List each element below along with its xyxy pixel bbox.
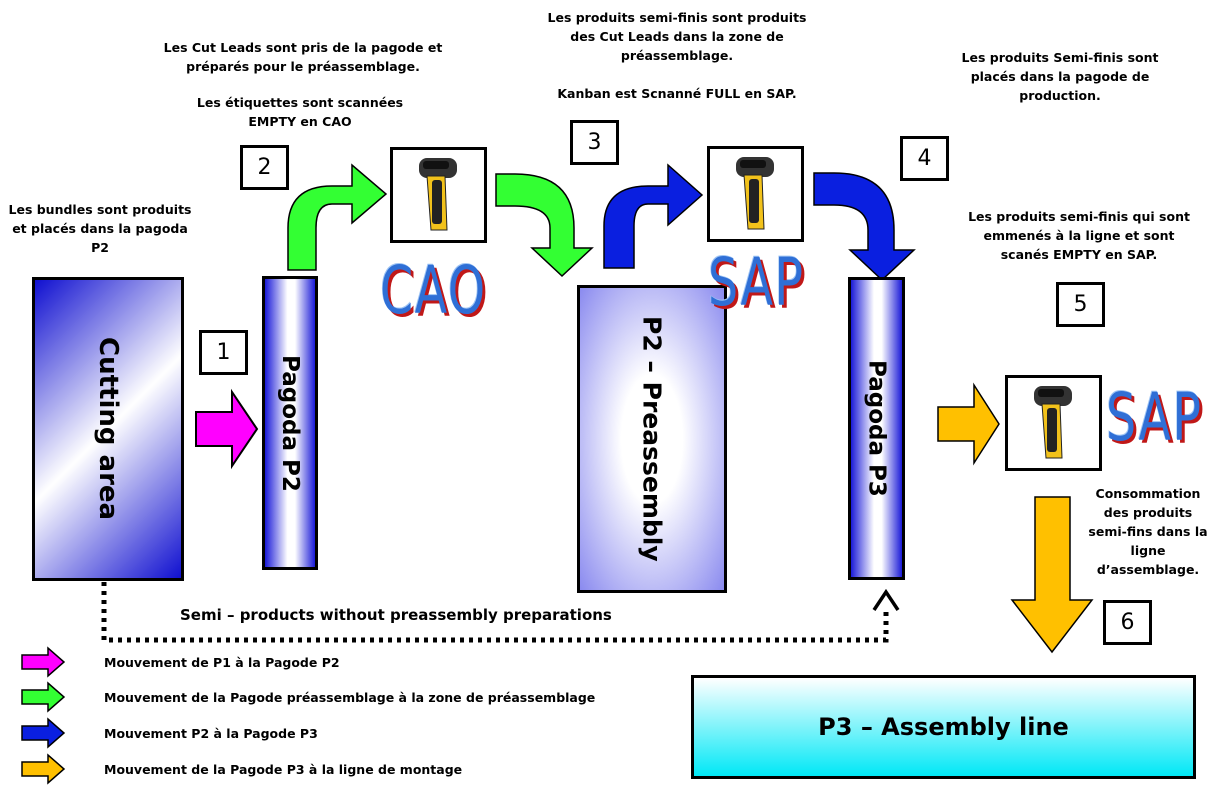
p2-preassembly-box: P2 – Preassembly <box>577 285 727 593</box>
step-number-2: 2 <box>240 145 289 190</box>
scanner-sap-2-box <box>1005 375 1102 471</box>
caption-bundles: Les bundles sont produits et placés dans… <box>8 202 192 255</box>
caption-kanban: Kanban est Scnanné FULL en SAP. <box>557 86 797 101</box>
p2-preassembly-label: P2 – Preassembly <box>637 316 667 562</box>
barcode-scanner-icon <box>419 158 457 231</box>
pagoda-p3-box: Pagoda P3 <box>848 277 905 580</box>
dotted-path-label: Semi – products without preassembly prep… <box>180 606 612 624</box>
caption-semi-finis-emmenes: Les produits semi-finis qui sont emmenés… <box>968 209 1190 262</box>
arrow-pagoda-p3-to-scanner <box>937 382 1000 466</box>
step-number-6: 6 <box>1103 600 1152 645</box>
assembly-line-box: P3 – Assembly line <box>691 675 1196 779</box>
assembly-line-label: P3 – Assembly line <box>818 713 1069 741</box>
barcode-scanner-icon <box>1034 386 1072 459</box>
cutting-area-box: Cutting area <box>32 277 184 581</box>
legend-item-blue: Mouvement P2 à la Pagode P3 <box>82 721 318 745</box>
dotted-bypass-arrowhead <box>872 588 900 611</box>
system-cao-label: CAO <box>380 252 487 329</box>
legend-label: Mouvement P2 à la Pagode P3 <box>104 725 318 741</box>
arrow-sap-to-pagoda-p3 <box>813 172 916 282</box>
caption-semi-finis-places: Les produits Semi-finis sont placés dans… <box>961 50 1159 103</box>
legend-item-yellow: Mouvement de la Pagode P3 à la ligne de … <box>82 757 462 781</box>
legend-item-magenta: Mouvement de P1 à la Pagode P2 <box>82 650 340 674</box>
system-sap-label-2: SAP <box>1106 379 1203 456</box>
arrow-cao-to-preassembly <box>495 173 594 278</box>
system-sap-label-1: SAP <box>708 244 805 321</box>
cutting-area-label: Cutting area <box>93 337 123 521</box>
pagoda-p2-box: Pagoda P2 <box>262 276 318 570</box>
legend-item-green: Mouvement de la Pagode préassemblage à l… <box>82 685 595 709</box>
pagoda-p3-label: Pagoda P3 <box>863 360 890 497</box>
step-number-1: 1 <box>199 330 248 375</box>
caption-cut-leads: Les Cut Leads sont pris de la pagode et … <box>163 40 443 74</box>
scanner-sap-1-box <box>707 146 804 242</box>
legend-label: Mouvement de P1 à la Pagode P2 <box>104 654 340 670</box>
step-number-5: 5 <box>1056 282 1105 327</box>
legend-label: Mouvement de la Pagode P3 à la ligne de … <box>104 761 463 777</box>
scanner-cao-box <box>390 147 487 243</box>
legend-arrows <box>21 646 66 785</box>
arrow-pagoda-p2-to-cao <box>287 163 388 271</box>
arrow-cutting-to-pagoda-p2 <box>195 388 259 470</box>
pagoda-p2-label: Pagoda P2 <box>277 354 303 492</box>
arrow-to-assembly-line <box>1010 496 1094 654</box>
legend-label: Mouvement de la Pagode préassemblage à l… <box>104 689 596 705</box>
caption-consommation: Consommation des produits semi-fins dans… <box>1088 486 1208 577</box>
barcode-scanner-icon <box>736 157 774 230</box>
dotted-bypass-path <box>101 582 889 643</box>
step-number-4: 4 <box>900 136 949 181</box>
caption-etiquettes: Les étiquettes sont scannées EMPTY en CA… <box>196 95 404 129</box>
caption-semi-finis-produits: Les produits semi-finis sont produits de… <box>547 10 807 63</box>
step-number-3: 3 <box>570 120 619 165</box>
arrow-preassembly-to-sap <box>603 163 704 269</box>
